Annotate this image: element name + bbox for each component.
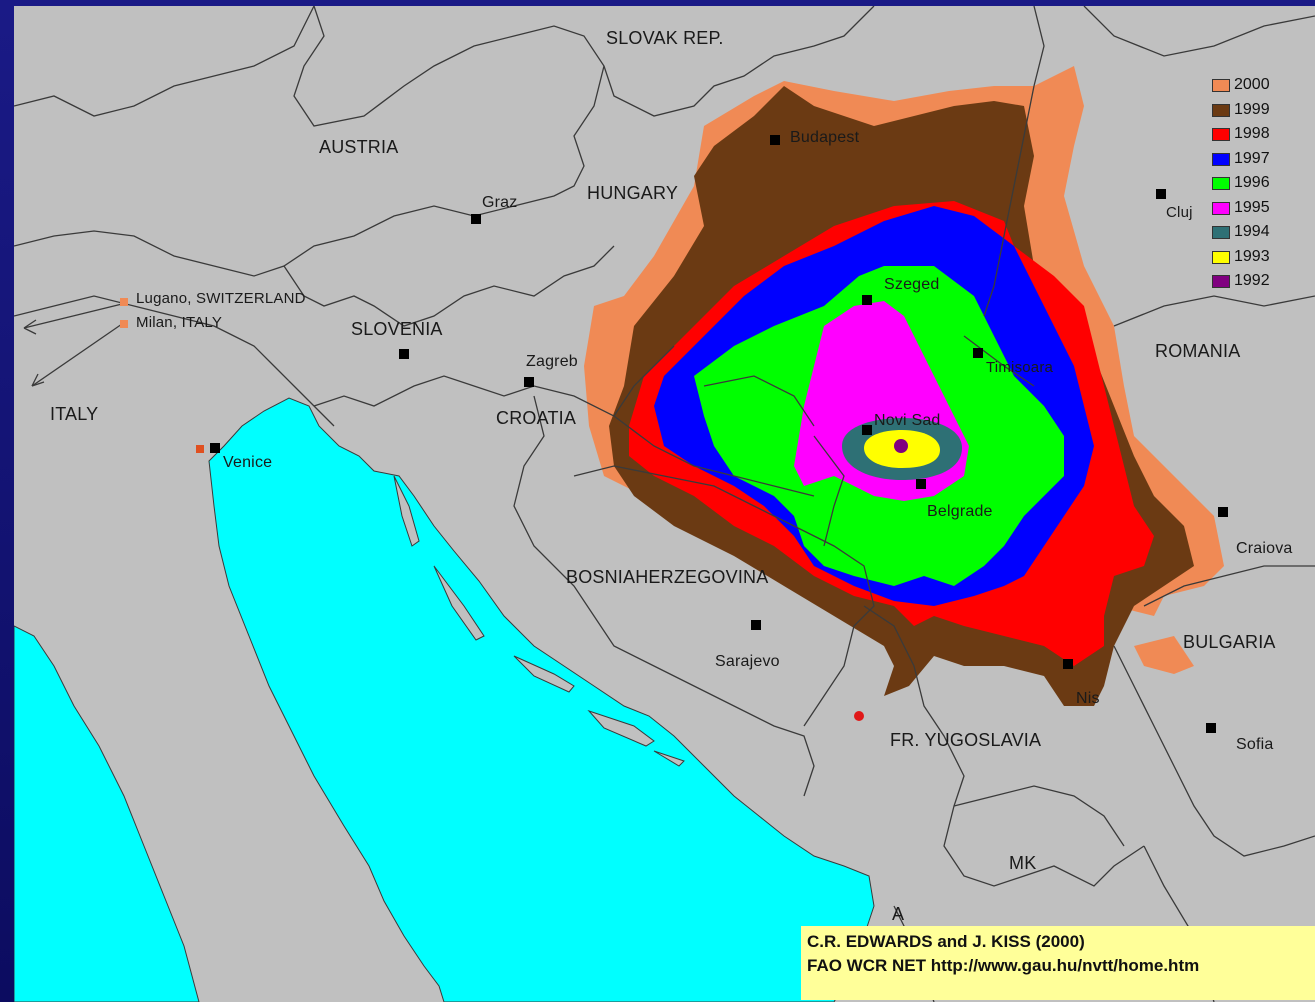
city-marker-sarajevo <box>751 620 761 630</box>
legend-swatch <box>1212 226 1230 239</box>
city-label-novi-sad: Novi Sad <box>874 412 941 429</box>
map-graphic <box>14 6 1315 1002</box>
legend-label: 1995 <box>1234 198 1270 216</box>
credit-authors: C.R. EDWARDS and J. KISS (2000) <box>807 932 1085 951</box>
legend-label: 1993 <box>1234 247 1270 265</box>
country-label-bosniaherzegovina: BOSNIAHERZEGOVINA <box>566 567 769 587</box>
legend-swatch <box>1212 275 1230 288</box>
legend-label: 1999 <box>1234 100 1270 118</box>
site-marker-lugano <box>120 298 128 306</box>
city-marker-timisoara <box>973 348 983 358</box>
zone-2000-bulgaria-spot <box>1134 636 1194 674</box>
country-label-fr-yugoslavia: FR. YUGOSLAVIA <box>890 730 1042 750</box>
spread-map: SLOVAK REP. AUSTRIA HUNGARY SLOVENIA CRO… <box>14 6 1315 1002</box>
adriatic-sea <box>208 397 875 1002</box>
site-label-lugano: Lugano, SWITZERLAND <box>136 290 306 307</box>
country-label-italy: ITALY <box>50 404 99 424</box>
country-label-croatia: CROATIA <box>496 408 577 428</box>
legend-label: 1992 <box>1234 272 1270 289</box>
city-label-timisoara: Timisoara <box>986 359 1054 376</box>
city-label-graz: Graz <box>482 194 518 211</box>
country-label-slovenia: SLOVENIA <box>351 319 443 339</box>
city-marker-ljubljana <box>399 349 409 359</box>
credit-box: C.R. EDWARDS and J. KISS (2000) FAO WCR … <box>801 926 1315 1000</box>
city-label-craiova: Craiova <box>1236 540 1293 557</box>
country-label-romania: ROMANIA <box>1155 341 1241 361</box>
city-marker-szeged <box>862 295 872 305</box>
city-label-sofia: Sofia <box>1236 736 1274 753</box>
city-marker-nis <box>1063 659 1073 669</box>
city-marker-belgrade <box>916 479 926 489</box>
legend-label: 1997 <box>1234 149 1270 167</box>
credit-source: FAO WCR NET http://www.gau.hu/nvtt/home.… <box>807 956 1200 975</box>
country-label-austria: AUSTRIA <box>319 137 399 157</box>
country-label-bulgaria: BULGARIA <box>1183 632 1276 652</box>
country-label-mk: MK <box>1009 853 1037 873</box>
legend-swatch <box>1212 128 1230 141</box>
borders <box>14 6 1315 1002</box>
arrows <box>23 303 123 387</box>
zone-1992 <box>894 439 908 453</box>
legend-swatch <box>1212 250 1230 264</box>
legend-label: 1998 <box>1234 125 1270 142</box>
country-label-slovak-rep: SLOVAK REP. <box>606 28 724 48</box>
city-label-zagreb: Zagreb <box>526 353 578 370</box>
city-marker-cluj <box>1156 189 1166 199</box>
bottom-left-sea <box>14 625 200 1002</box>
site-label-milan: Milan, ITALY <box>136 314 223 331</box>
city-marker-graz <box>471 214 481 224</box>
legend-swatch <box>1212 79 1230 92</box>
city-label-cluj: Cluj <box>1166 204 1193 221</box>
city-marker-sofia <box>1206 723 1216 733</box>
legend-label: 2000 <box>1234 76 1270 93</box>
city-marker-venice <box>210 443 220 453</box>
site-marker-venice <box>196 445 204 453</box>
city-label-szeged: Szeged <box>884 276 940 293</box>
city-marker-budapest <box>770 135 780 145</box>
legend-swatch <box>1212 103 1230 117</box>
legend-label: 1996 <box>1234 174 1270 191</box>
country-label-a: A <box>892 904 905 924</box>
city-marker-craiova <box>1218 507 1228 517</box>
city-marker-novi-sad <box>862 425 872 435</box>
city-label-nis: Nis <box>1076 690 1100 707</box>
site-marker-red-point <box>854 711 864 721</box>
legend-swatch <box>1212 152 1230 166</box>
country-label-hungary: HUNGARY <box>587 183 679 203</box>
site-marker-milan <box>120 320 128 328</box>
legend-swatch <box>1212 177 1230 190</box>
city-label-sarajevo: Sarajevo <box>715 653 780 670</box>
city-label-budapest: Budapest <box>790 129 860 146</box>
city-label-venice: Venice <box>223 454 273 471</box>
legend-swatch <box>1212 201 1230 215</box>
city-label-belgrade: Belgrade <box>927 503 993 520</box>
legend-label: 1994 <box>1234 223 1270 240</box>
city-marker-zagreb <box>524 377 534 387</box>
